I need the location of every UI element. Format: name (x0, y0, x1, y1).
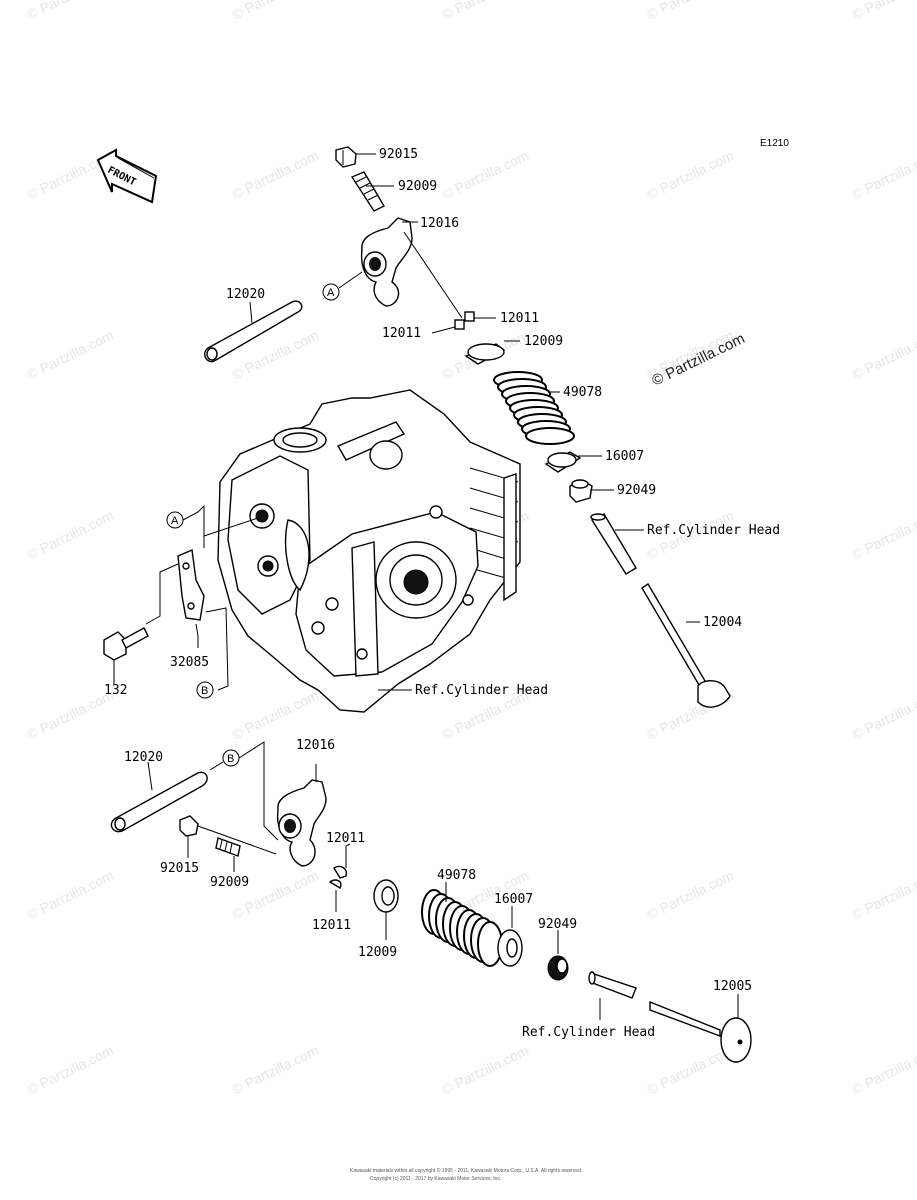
callout-12020-lower: 12020 (124, 750, 163, 765)
watermark-text: © Partzilla.com (644, 147, 736, 203)
ref-cylinder-head-middle: Ref.Cylinder Head (415, 683, 548, 698)
watermark-text: © Partzilla.com (24, 507, 116, 563)
ref-cylinder-head-lower: Ref.Cylinder Head (522, 1025, 655, 1040)
intake-valve-12004 (641, 583, 731, 708)
callout-12004: 12004 (703, 615, 742, 630)
marker-a-upper: A (327, 287, 335, 299)
watermark-text: © Partzilla.com (849, 0, 917, 23)
rocker-shaft-12020-upper (204, 300, 303, 363)
marker-b-lower: B (227, 753, 234, 765)
footer-copyright-1: Kawasaki materials within all copyright … (350, 1167, 582, 1174)
watermark-text: © Partzilla.com (439, 1042, 531, 1098)
cylinder-head (217, 389, 521, 713)
watermark-text: © Partzilla.com (644, 0, 736, 23)
nut-92015-upper (335, 146, 357, 168)
callout-32085: 32085 (170, 655, 209, 670)
retainer-12009-upper (464, 343, 506, 365)
watermark-text: © Partzilla.com (24, 0, 116, 23)
callout-132: 132 (104, 683, 127, 698)
watermark-text: © Partzilla.com (229, 687, 321, 743)
watermark-text: © Partzilla.com (849, 867, 917, 923)
spring-seat-16007-lower (497, 929, 523, 967)
valve-guide-upper (590, 513, 637, 575)
callout-12005: 12005 (713, 979, 752, 994)
callout-12009-upper: 12009 (524, 334, 563, 349)
callout-12011-lower-a: 12011 (326, 831, 365, 846)
callout-12016-lower: 12016 (296, 738, 335, 753)
bolt-132 (103, 627, 149, 661)
marker-a-left: A (171, 515, 179, 527)
collet-12011-upper-b (464, 311, 475, 322)
callout-92049-upper: 92049 (617, 483, 656, 498)
callout-92015-lower: 92015 (160, 861, 199, 876)
spring-coil (525, 427, 575, 445)
diagram-code: E1210 (760, 138, 789, 149)
watermark-text: © Partzilla.com (24, 1042, 116, 1098)
watermark-text: © Partzilla.com (24, 867, 116, 923)
exhaust-valve-12005 (649, 1000, 752, 1063)
adjust-screw-92009-upper (350, 171, 385, 212)
callout-92049-lower: 92049 (538, 917, 577, 932)
watermark-text: © Partzilla.com (849, 1042, 917, 1098)
nut-92015-lower (179, 815, 199, 837)
oil-seal-92049-lower (547, 955, 569, 981)
rocker-shaft-12020-lower (110, 771, 208, 833)
watermark-text: © Partzilla.com (24, 327, 116, 383)
watermark-text: © Partzilla.com (229, 0, 321, 23)
callout-12011-upper-b: 12011 (500, 311, 539, 326)
callout-92009-upper: 92009 (398, 179, 437, 194)
watermark-text: © Partzilla.com (849, 507, 917, 563)
callout-12020-upper: 12020 (226, 287, 265, 302)
ref-cylinder-head-upper: Ref.Cylinder Head (647, 523, 780, 538)
callout-92015-upper: 92015 (379, 147, 418, 162)
watermark-text: © Partzilla.com (229, 1042, 321, 1098)
rocker-arm-12016-lower (276, 779, 327, 867)
callout-12009-lower: 12009 (358, 945, 397, 960)
callout-12011-lower-b: 12011 (312, 918, 351, 933)
callout-12016-upper: 12016 (420, 216, 459, 231)
watermark-text: © Partzilla.com (24, 687, 116, 743)
guide-plate-32085 (177, 548, 205, 621)
callout-49078-lower: 49078 (437, 868, 476, 883)
spring-seat-16007-upper (544, 451, 582, 473)
front-arrow-icon (96, 148, 158, 204)
adjust-screw-92009-lower (215, 837, 241, 857)
watermark-text: © Partzilla.com (849, 327, 917, 383)
watermark-text: © Partzilla.com (849, 687, 917, 743)
watermark-text: © Partzilla.com (644, 867, 736, 923)
marker-b-middle: B (201, 685, 208, 697)
rocker-arm-12016-upper (360, 217, 413, 307)
watermark-text: © Partzilla.com (849, 147, 917, 203)
callout-49078-upper: 49078 (563, 385, 602, 400)
oil-seal-92049-upper (569, 479, 593, 503)
collet-12011-lower-a (333, 865, 348, 879)
callout-92009-lower: 92009 (210, 875, 249, 890)
callout-16007-upper: 16007 (605, 449, 644, 464)
watermark-text: © Partzilla.com (24, 147, 116, 203)
collet-12011-lower-b (328, 879, 342, 889)
valve-spring-49078-upper (493, 371, 575, 445)
collet-12011-upper-a (454, 319, 465, 330)
callout-12011-upper-a: 12011 (382, 326, 421, 341)
watermark-text: © Partzilla.com (439, 0, 531, 23)
footer-copyright-2: Copyright (c) 2011 - 2017 by Kawasaki Mo… (370, 1176, 501, 1182)
retainer-12009-lower (373, 879, 399, 913)
watermark-text: © Partzilla.com (439, 147, 531, 203)
callout-16007-lower: 16007 (494, 892, 533, 907)
valve-spring-49078-lower (421, 889, 503, 967)
watermark-text: © Partzilla.com (229, 147, 321, 203)
valve-guide-lower (588, 971, 637, 999)
